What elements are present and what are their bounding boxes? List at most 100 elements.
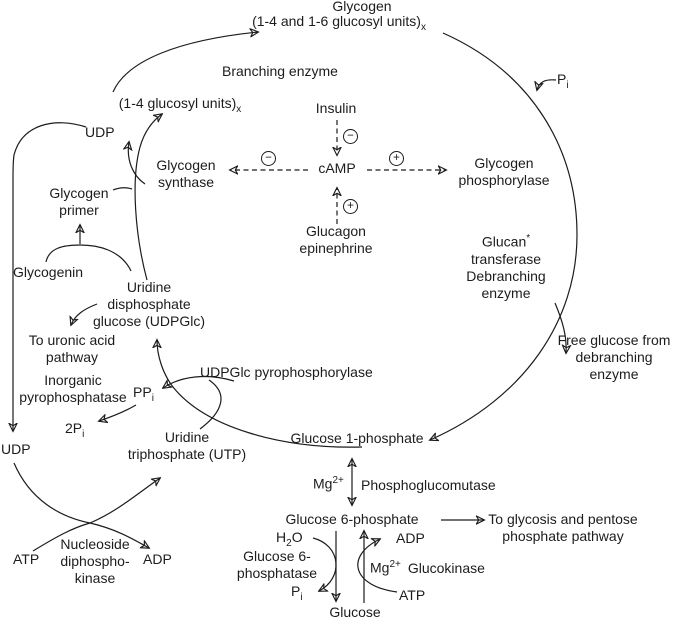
mg-gk-base: Mg [370, 559, 390, 576]
arrow-ppi-out [163, 375, 235, 388]
ppi-node: PPi [133, 384, 154, 407]
glycogen-primer-line2: primer [59, 202, 99, 218]
glucan-text: Glucan [481, 233, 527, 250]
glycogen-synthase-line1: Glycogen [156, 157, 216, 173]
plus-sign-glucagon: + [343, 199, 358, 214]
mg-phosphoglucomutase-label: Mg2+ [313, 472, 344, 493]
utp-line2: triphosphate (UTP) [127, 446, 247, 462]
brace-primer [45, 244, 132, 272]
arc-glycogen-phosphorylase [430, 32, 578, 440]
pi-top-sub: i [566, 79, 569, 91]
ppi-sub: i [151, 392, 154, 404]
curve-atp-to-utp [32, 478, 160, 552]
minus-sign-synthase: − [261, 151, 276, 166]
glycogen-phosphorylase-label: Glycogen phosphorylase [458, 155, 549, 189]
arrow-to-uronic [71, 303, 98, 325]
inorganic-line1: Inorganic [44, 372, 102, 388]
inorganic-pyrophosphatase-label: Inorganic pyrophosphatase [19, 372, 126, 406]
plus-sign-phosphorylase: + [389, 151, 404, 166]
transferase-line: transferase [470, 250, 542, 267]
udpglc-node: Uridine disphosphate glucose (UDPGlc) [93, 279, 205, 330]
uronic-line2: pathway [45, 349, 99, 365]
udpglc-line2: disphosphate [107, 296, 191, 312]
udpglc-line3: glucose (UDPGlc) [92, 313, 206, 329]
atp-glucokinase-node: ATP [399, 587, 426, 603]
uronic-line1: To uronic acid [28, 332, 116, 348]
pi-bottom-base: P [291, 583, 301, 599]
glucose-node: Glucose [329, 604, 381, 620]
to-glycosis-label: To glycosis and pentose phosphate pathwa… [488, 511, 637, 545]
g6pase-line2: phosphatase [236, 565, 318, 581]
debranching-line: Debranching [466, 267, 546, 284]
utp-line1: Uridine [164, 429, 210, 445]
to-glycosis-line2: phosphate pathway [502, 528, 624, 544]
pi-top-label: Pi [557, 71, 569, 94]
glycogen-primer-node: Glycogen primer [49, 185, 108, 219]
utp-node: Uridine triphosphate (UTP) [128, 429, 246, 463]
glucosyl-units-text: (1-4 glucosyl units) [118, 95, 237, 111]
adp-glucokinase-node: ADP [396, 530, 425, 546]
g6pase-line1: Glucose 6- [243, 548, 311, 564]
h2o-sub: 2 [286, 537, 292, 549]
glucagon-epinephrine-label: Glucagon epinephrine [299, 223, 372, 257]
nucleoside-diphosphokinase-label: Nucleoside diphospho- kinase [60, 536, 129, 587]
glucose-6-phosphate-node: Glucose 6-phosphate [285, 511, 419, 527]
glucose-1-phosphate-node: Glucose 1-phosphate [290, 430, 424, 446]
ndk-line3: kinase [74, 570, 116, 586]
phosphoglucomutase-label: Phosphoglucomutase [361, 477, 496, 493]
insulin-label: Insulin [315, 100, 357, 116]
tick-glycogen-primer [112, 187, 133, 191]
arrow-udp-out [128, 142, 146, 185]
udp-bottom-node: UDP [1, 441, 31, 457]
curve-h2o-to-pi [312, 537, 337, 591]
inorganic-line2: pyrophosphatase [19, 389, 127, 405]
mg-pgm-sup: 2+ [332, 475, 344, 486]
glucosyl-units-sub: x [236, 103, 242, 115]
h2o-node: H2O [276, 529, 303, 552]
pi-top-base: P [557, 71, 567, 87]
epinephrine-line: epinephrine [299, 240, 373, 256]
minus-sign-insulin: − [343, 129, 358, 144]
two-pi-base: 2P [65, 420, 83, 436]
uronic-acid-pathway-label: To uronic acid pathway [29, 332, 115, 366]
glucosyl-units-node: (1-4 glucosyl units)x [119, 95, 242, 118]
glycogen-node-title: Glycogen [332, 0, 392, 14]
mg-glucokinase-label: Mg2+ Glucokinase [370, 556, 485, 577]
udp-top-node: UDP [85, 124, 115, 140]
free-glucose-line1: Free glucose from [557, 332, 671, 348]
glucan-transferase-label: Glucan* transferase Debranching enzyme [466, 230, 545, 302]
enzyme-line: enzyme [481, 284, 531, 301]
mg-gk-sup: 2+ [389, 559, 401, 570]
glucokinase-text: Glucokinase [407, 559, 485, 576]
glycogen-primer-line1: Glycogen [49, 185, 109, 201]
glycogen-units-sub: x [420, 21, 426, 33]
arc-branching-enzyme [112, 32, 258, 93]
glucan-line: Glucan* [466, 230, 545, 251]
curve-atp-to-adp-glucokinase [357, 539, 398, 593]
two-pi-node: 2Pi [65, 420, 84, 443]
glycogen-synthase-label: Glycogen synthase [156, 157, 215, 191]
glycogen-units-text: (1-4 and 1-6 glucosyl units) [252, 13, 421, 29]
line-udp-recycle [13, 122, 87, 431]
h2o-p2: O [291, 529, 303, 545]
ndk-line1: Nucleoside [60, 536, 130, 552]
arc-glycogen-synthase [134, 114, 162, 281]
glycogen-phosphorylase-line2: phosphorylase [458, 172, 550, 188]
curve-utp-in [199, 379, 222, 430]
free-glucose-line2: debranching [575, 349, 653, 365]
free-glucose-line3: enzyme [589, 366, 639, 382]
mg-pgm-base: Mg [313, 475, 333, 492]
ndk-line2: diphospho- [60, 553, 130, 569]
udpglc-line1: Uridine [126, 279, 172, 295]
ppi-base: PP [133, 384, 152, 400]
arc-udpglc-pyrophosphorylase [157, 340, 363, 448]
arrow-ppi-to-2pi [99, 404, 137, 421]
adp-ndk-node: ADP [143, 551, 172, 567]
glycogen-phosphorylase-line1: Glycogen [474, 155, 534, 171]
h2o-p1: H [276, 529, 287, 545]
glycogen-synthase-line2: synthase [157, 174, 215, 190]
two-pi-sub: i [82, 428, 85, 440]
camp-node: cAMP [318, 160, 356, 176]
